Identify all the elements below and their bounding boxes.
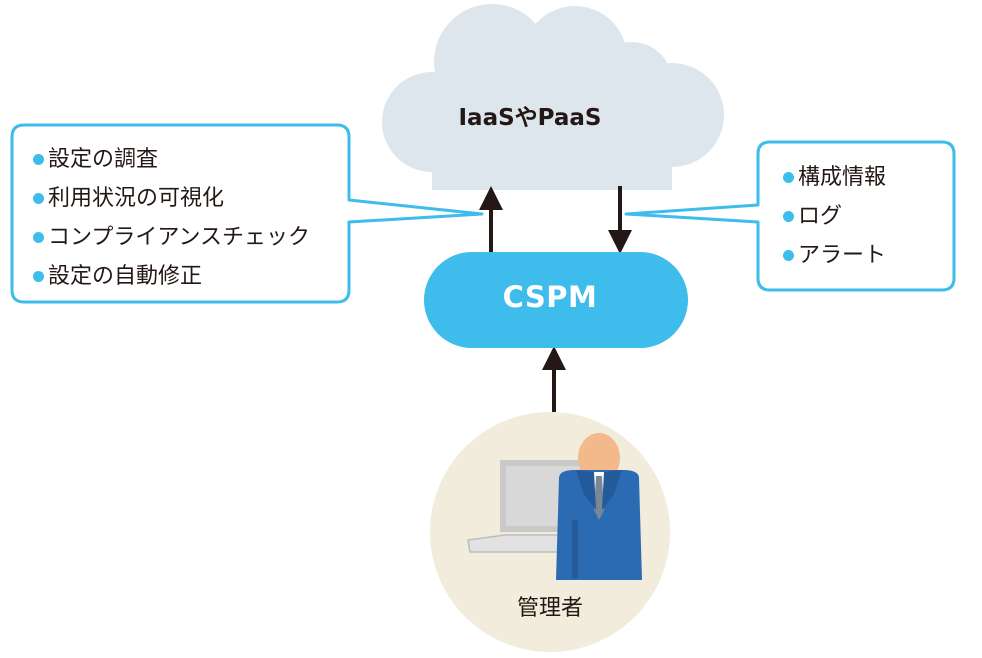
left-callout-list: 設定の調査 利用状況の可視化 コンプライアンスチェック 設定の自動修正 [33, 140, 310, 296]
list-item-label: コンプライアンスチェック [48, 225, 311, 250]
admin-person-icon [556, 433, 642, 580]
left-callout-box [10, 123, 484, 304]
list-item: 設定の調査 [33, 140, 310, 179]
arrow-down-to-cspm [608, 186, 632, 254]
list-item: コンプライアンスチェック [33, 218, 310, 257]
list-item: 構成情報 [783, 158, 886, 197]
list-item-label: 設定の調査 [48, 147, 159, 172]
right-callout-list: 構成情報 ログ アラート [783, 158, 886, 275]
arrow-up-to-cloud [479, 186, 503, 256]
cloud-shape [382, 4, 724, 190]
bullet-icon [783, 172, 794, 183]
list-item-label: 設定の自動修正 [48, 264, 203, 289]
list-item-label: 利用状況の可視化 [48, 186, 225, 211]
bullet-icon [783, 250, 794, 261]
list-item-label: アラート [798, 243, 887, 268]
bullet-icon [33, 193, 44, 204]
list-item-label: ログ [798, 204, 843, 229]
cspm-label: CSPM [502, 280, 598, 314]
bullet-icon [33, 154, 44, 165]
bullet-icon [783, 211, 794, 222]
bullet-icon [33, 271, 44, 282]
list-item: 利用状況の可視化 [33, 179, 310, 218]
list-item: 設定の自動修正 [33, 257, 310, 296]
cloud-label: IaaSやPaaS [458, 105, 602, 131]
admin-label: 管理者 [516, 596, 583, 621]
list-item-label: 構成情報 [798, 165, 887, 190]
cspm-pill [424, 252, 688, 348]
arrow-up-to-cspm [542, 346, 566, 412]
list-item: ログ [783, 197, 886, 236]
list-item: アラート [783, 236, 886, 275]
bullet-icon [33, 232, 44, 243]
